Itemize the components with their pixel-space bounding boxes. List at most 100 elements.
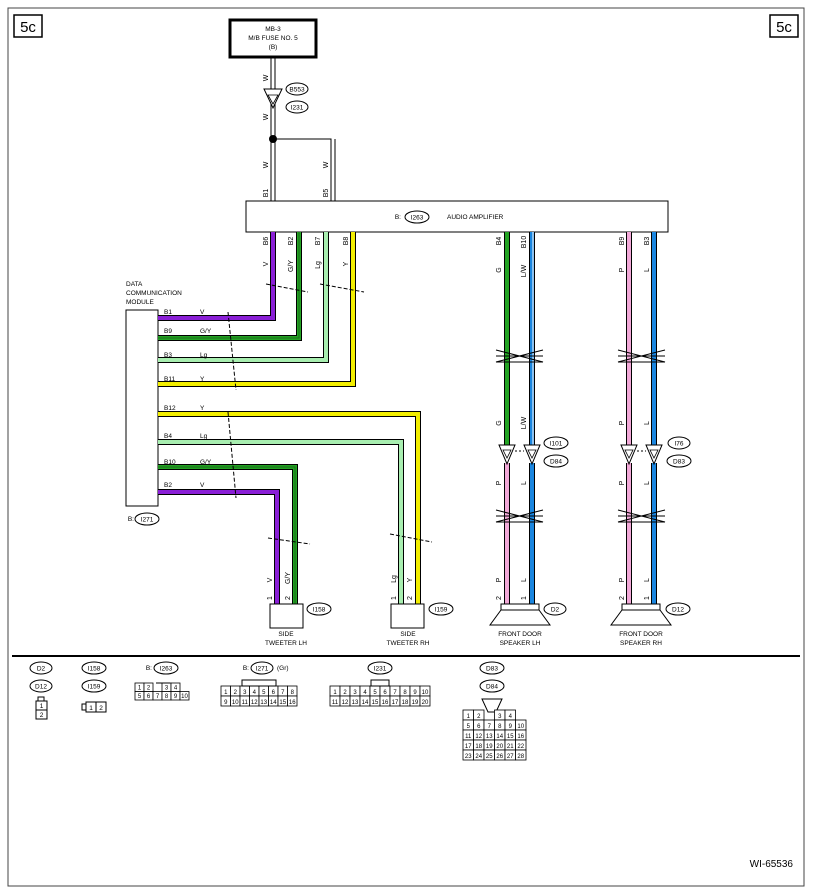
legend-d83-pin: 8 bbox=[498, 724, 502, 730]
tweeter-rh-tag bbox=[428, 602, 454, 616]
legend-i231-pin: 8 bbox=[403, 690, 407, 696]
amplifier-connector-code: I263 bbox=[411, 215, 424, 222]
legend-i271-suffix: (Gr) bbox=[277, 665, 289, 672]
legend-d83-pin: 3 bbox=[498, 714, 502, 720]
speaker-lh-label-2: SPEAKER LH bbox=[500, 640, 541, 647]
legend-i158-latch bbox=[81, 703, 87, 711]
shield-tweeter-rh bbox=[389, 533, 433, 543]
speaker-lh-upper-color-2: L/W bbox=[521, 416, 528, 429]
legend-i158-i159: I158 I159 1 2 bbox=[81, 661, 107, 713]
legend-i231-pin: 11 bbox=[332, 700, 339, 706]
amp-pin-b10-color: L/W bbox=[521, 264, 528, 277]
legend-i231-pin: 7 bbox=[393, 690, 397, 696]
legend-d83-pin: 18 bbox=[475, 744, 482, 750]
legend-d2-code: D2 bbox=[37, 666, 46, 673]
legend-i263-tag bbox=[153, 661, 179, 675]
legend-i271-pin: 13 bbox=[260, 700, 267, 706]
tweeter-lh-code: I158 bbox=[313, 607, 326, 614]
dcm-connector-tag bbox=[134, 512, 160, 526]
legend-i271-code: I271 bbox=[256, 666, 269, 673]
legend-d83-pin: 9 bbox=[509, 724, 513, 730]
tweeter-rh-pin1: 1 bbox=[391, 596, 398, 600]
legend-d83-pin: 17 bbox=[465, 744, 472, 750]
legend-i231-pin: 15 bbox=[372, 700, 379, 706]
legend-d83-pin: 21 bbox=[507, 744, 514, 750]
wire-b2-b9-green-yellow-outline bbox=[158, 232, 302, 341]
speaker-rh-lower-color-1: P bbox=[619, 480, 626, 485]
tweeter-rh-color1: Lg bbox=[391, 575, 398, 583]
legend-d83-pin: 11 bbox=[465, 734, 472, 740]
tweeter-rh-pin2: 2 bbox=[407, 596, 414, 600]
amp-pin-b7-color: Lg bbox=[315, 261, 322, 269]
dcm-pin-b3-color: Lg bbox=[200, 352, 208, 359]
legend-i231-pin: 5 bbox=[373, 690, 377, 696]
tweeter-lh-pin2: 2 bbox=[285, 596, 292, 600]
wire-color-w-top: W bbox=[263, 74, 270, 81]
dcm-pin-b1-color: V bbox=[200, 309, 205, 316]
amplifier-connector-tag bbox=[404, 210, 430, 224]
splice-point bbox=[269, 135, 277, 143]
dcm-connector-code: I271 bbox=[141, 517, 154, 524]
legend-d83-pin: 20 bbox=[496, 744, 503, 750]
wire-b12-tweeter-rh-yellow bbox=[158, 412, 420, 604]
legend-i231-pin: 6 bbox=[383, 690, 387, 696]
amplifier-prefix: B: bbox=[395, 214, 401, 221]
legend-i231-tag bbox=[367, 661, 393, 675]
legend-i231-code: I231 bbox=[374, 666, 387, 673]
legend-i158-pin-2: 2 bbox=[99, 705, 103, 712]
amp-pin-b8: B8 bbox=[343, 237, 350, 246]
legend-i263-pin: 2 bbox=[147, 686, 151, 692]
legend-i159-code: I159 bbox=[88, 684, 101, 691]
speaker-rh-lower-color-2: L bbox=[644, 481, 651, 485]
junction-i76-tag bbox=[667, 436, 691, 450]
tweeter-rh-label-1: SIDE bbox=[400, 631, 416, 638]
speaker-lh-upper-color-1: G bbox=[496, 420, 503, 425]
legend-i231-cell bbox=[419, 695, 431, 707]
dcm-pin-b12: B12 bbox=[164, 405, 176, 412]
speaker-rh-cone bbox=[610, 609, 672, 626]
amp-pin-b2-color: G/Y bbox=[288, 260, 295, 272]
front-door-speaker-lh: D2 FRONT DOOR SPEAKER LH bbox=[489, 602, 567, 647]
legend-i231-pin: 20 bbox=[422, 700, 429, 706]
fuse-box bbox=[228, 18, 318, 59]
speaker-lh-bottom-color-2: L bbox=[521, 578, 528, 582]
connector-code-i231: I231 bbox=[291, 105, 304, 112]
shield-dcm-upper bbox=[227, 311, 237, 391]
junction-d83-code: D83 bbox=[673, 459, 685, 466]
wire-b2-tweeter-lh-violet bbox=[158, 490, 279, 604]
legend-i159-tag bbox=[81, 679, 107, 693]
audio-amplifier-box bbox=[245, 200, 669, 233]
amp-pin-b3: B3 bbox=[644, 237, 651, 246]
inline-connector-top bbox=[263, 88, 283, 110]
legend-i271-prefix: B: bbox=[243, 665, 249, 672]
junction-i101-code: I101 bbox=[550, 441, 563, 448]
tweeter-lh-pin1: 1 bbox=[267, 596, 274, 600]
dcm-pin-b11: B11 bbox=[164, 376, 175, 383]
legend-i263-pin: 3 bbox=[165, 686, 169, 692]
page-code-right: 5c bbox=[776, 19, 792, 36]
tweeter-lh-label-1: SIDE bbox=[278, 631, 294, 638]
legend-i263-pin: 10 bbox=[181, 694, 188, 700]
speaker-lh-lower-color-1: P bbox=[496, 480, 503, 485]
legend-i231-pin: 16 bbox=[382, 700, 389, 706]
legend-d83-pin: 12 bbox=[475, 734, 482, 740]
legend-d12-tag bbox=[29, 679, 53, 693]
legend-d2-pin-2: 2 bbox=[40, 712, 44, 719]
legend-i231-pin: 2 bbox=[343, 690, 347, 696]
wire-b6-b1-violet-outline bbox=[158, 232, 276, 321]
wire-b10-stripe bbox=[158, 466, 296, 604]
legend-d83-pin: 16 bbox=[517, 734, 524, 740]
legend-d83-pin: 23 bbox=[465, 754, 472, 760]
speaker-rh-upper-color-2: L bbox=[644, 421, 651, 425]
tweeter-lh-color2: G/Y bbox=[285, 572, 292, 584]
legend-d83-tag bbox=[479, 661, 505, 675]
dcm-pin-b4-color: Lg bbox=[200, 433, 208, 440]
dcm-pin-b10: B10 bbox=[164, 459, 176, 466]
dcm-pin-b4: B4 bbox=[164, 433, 172, 440]
legend-i271-pin: 6 bbox=[272, 690, 276, 696]
legend-i263-pin: 4 bbox=[174, 686, 178, 692]
speaker-lh-pin-1: 1 bbox=[521, 596, 528, 600]
